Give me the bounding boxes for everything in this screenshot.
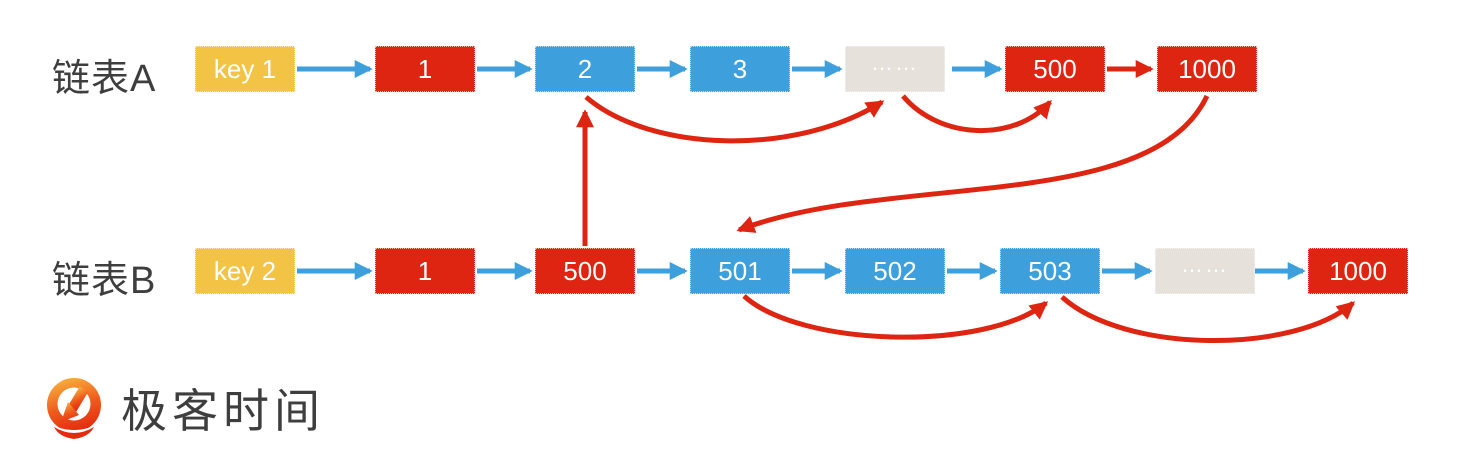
red-arrow-a-ellipsis-to-a500 [901, 94, 1052, 133]
row-label-list-a: 链表A [52, 58, 157, 100]
node-b-502: 502 [845, 248, 945, 294]
geektime-logo-text: 极客时间 [121, 385, 325, 437]
row-label-list-b: 链表B [52, 260, 157, 302]
node-b-500: 500 [535, 248, 635, 294]
node-b-1000: 1000 [1308, 248, 1408, 294]
red-arrow-b503-to-b1000 [1060, 295, 1356, 344]
node-a-3: 3 [690, 46, 790, 92]
node-a-key1: key 1 [195, 46, 295, 92]
node-a-1: 1 [375, 46, 475, 92]
geektime-logo: 极客时间 [45, 377, 325, 445]
node-a-ellipsis: …… [845, 46, 945, 92]
red-arrow-b501-to-b503 [742, 294, 1049, 340]
ellipsis-text: …… [871, 50, 919, 75]
node-a-1000: 1000 [1157, 46, 1257, 92]
node-b-1: 1 [375, 248, 475, 294]
ellipsis-text: …… [1181, 252, 1229, 277]
geektime-logo-icon [46, 378, 102, 445]
node-a-500: 500 [1005, 46, 1105, 92]
node-b-501: 501 [690, 248, 790, 294]
red-arrow-a1000-to-b501 [736, 94, 1210, 233]
red-arrow-a2-to-a-ellipsis [584, 95, 885, 144]
node-b-503: 503 [1000, 248, 1100, 294]
node-b-ellipsis: …… [1155, 248, 1255, 294]
node-b-key2: key 2 [195, 248, 295, 294]
node-a-2: 2 [535, 46, 635, 92]
